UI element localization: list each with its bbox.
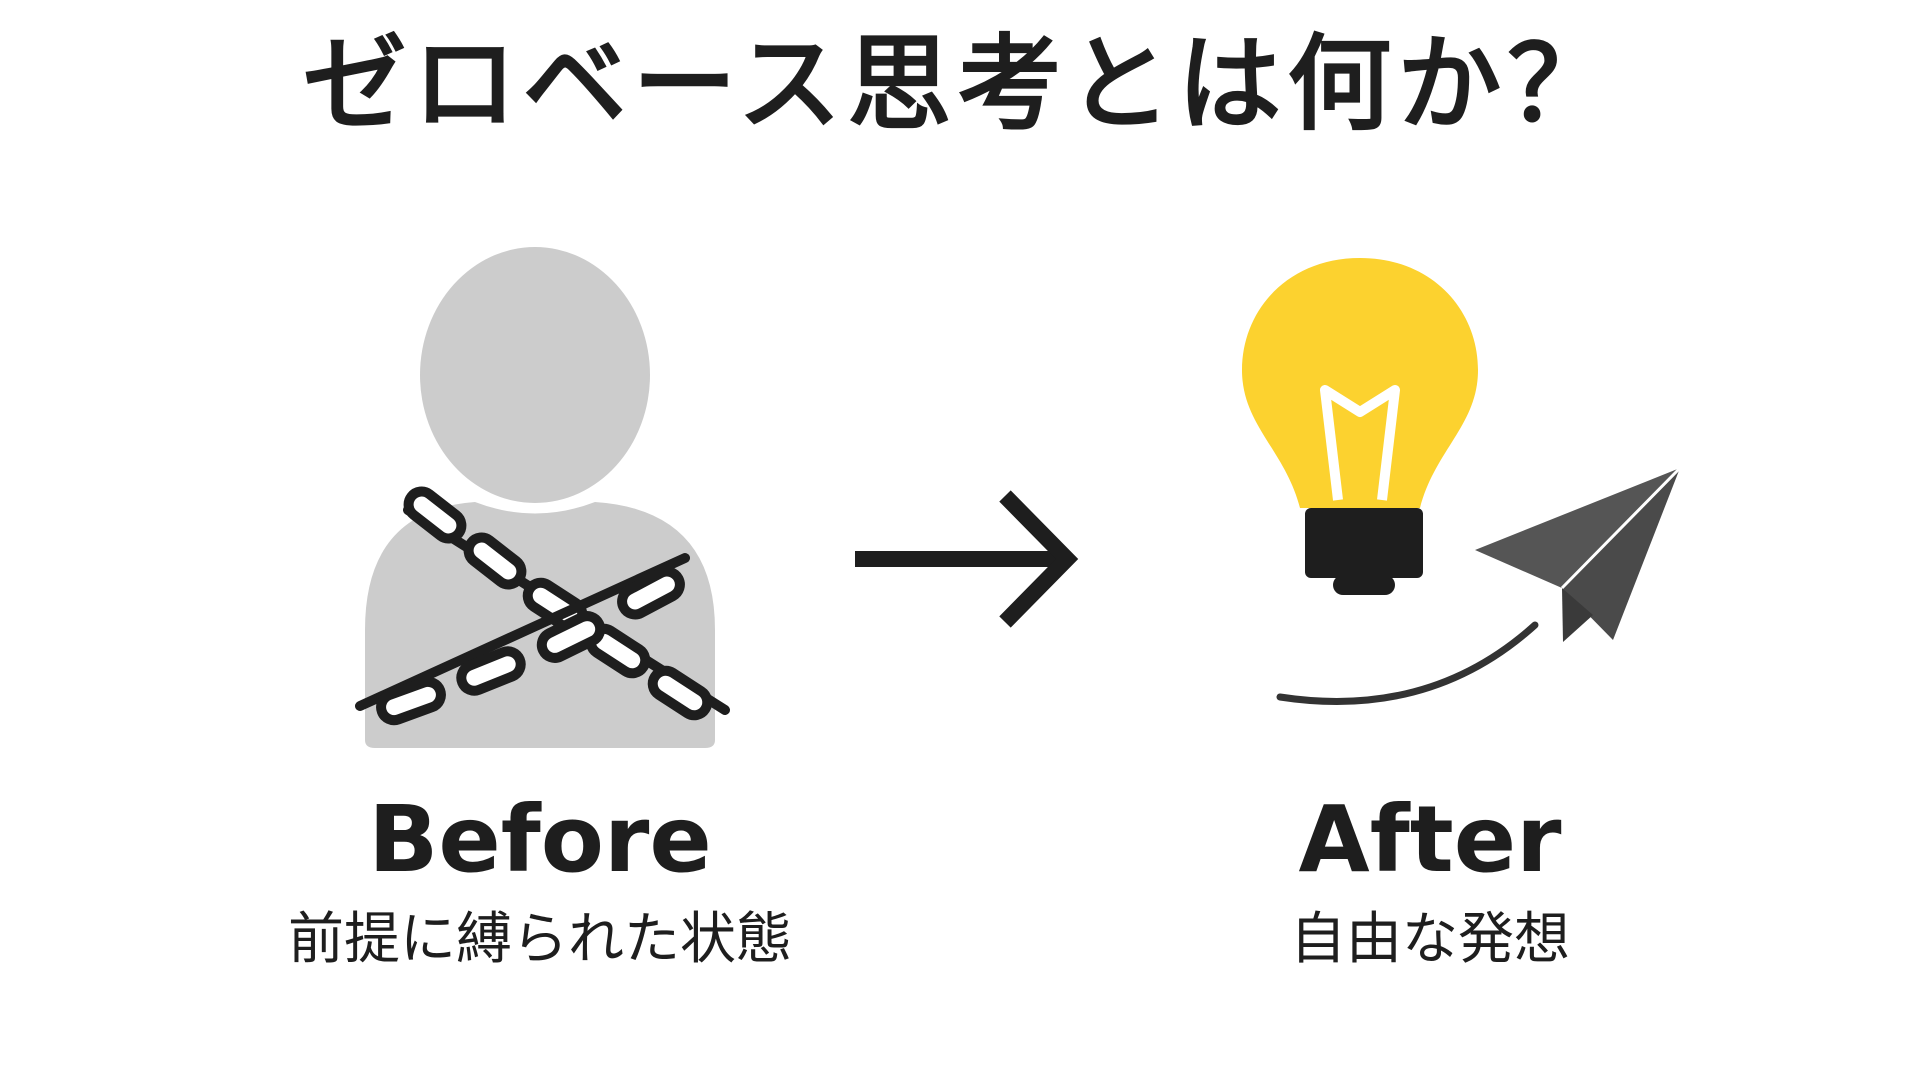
after-caption: 自由な発想 [1290, 907, 1570, 972]
curved-trail-icon [1276, 621, 1539, 705]
paper-plane-icon [1475, 466, 1682, 642]
bulb-tip [1333, 575, 1395, 595]
chained-person-icon [355, 247, 730, 748]
bulb-glass [1242, 258, 1478, 508]
transition-arrow [845, 488, 1085, 630]
before-heading: Before [368, 786, 712, 893]
before-illustration [330, 240, 750, 760]
lightbulb-icon [1242, 258, 1478, 595]
person-head [420, 247, 650, 503]
page-title: ゼロベース思考とは何か？ [302, 23, 1618, 145]
bulb-filament [1320, 385, 1400, 501]
chain-diagonal-2 [355, 553, 690, 726]
bulb-base [1305, 508, 1423, 578]
after-heading: After [1298, 786, 1562, 893]
right-arrow-icon [855, 490, 1079, 628]
before-caption: 前提に縛られた状態 [288, 907, 792, 972]
after-illustration [1230, 250, 1710, 730]
